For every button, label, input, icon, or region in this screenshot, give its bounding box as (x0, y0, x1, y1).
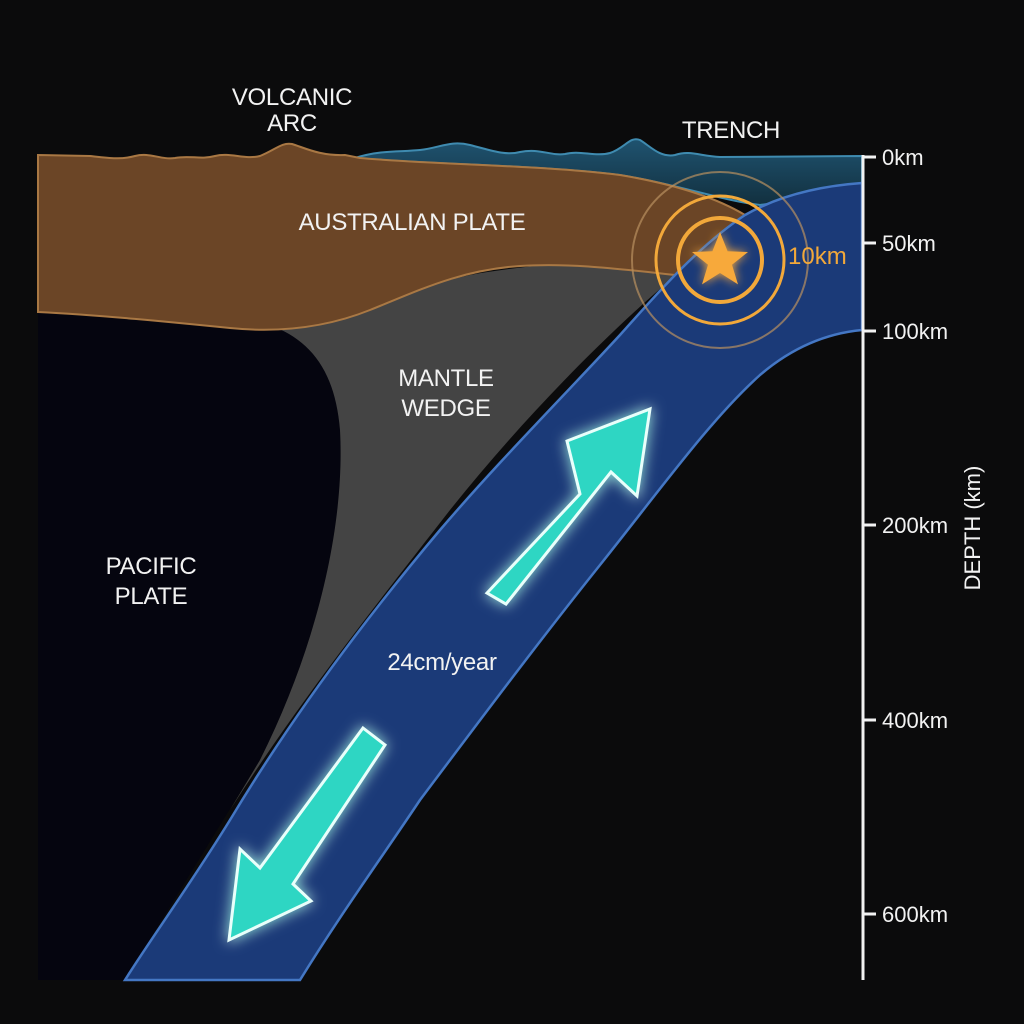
australian-plate-region (37, 142, 747, 331)
arrow-down-left-icon (227, 725, 388, 943)
depth-tick-0km: 0km (882, 145, 924, 170)
volcanic-arc-label-line2: ARC (267, 110, 317, 137)
pacific-plate-label-line2: PLATE (115, 583, 188, 610)
arrow-up-right-icon (484, 406, 652, 606)
convergence-rate-label: 24cm/year (387, 649, 497, 676)
volcanic-arc-label: VOLCANIC (232, 84, 352, 111)
epicenter-rings (631, 171, 809, 349)
depth-tick-50km: 50km (882, 231, 936, 256)
depth-tick-200km: 200km (882, 513, 948, 538)
australian-plate-label: AUSTRALIAN PLATE (299, 209, 526, 236)
mantle-wedge-label-line2: WEDGE (401, 395, 490, 422)
mantle-wedge-label: MANTLE (398, 365, 494, 392)
pacific-plate-region (38, 300, 341, 980)
hypocenter-depth-label: 10km (788, 243, 847, 270)
depth-axis (861, 155, 876, 980)
depth-tick-600km: 600km (882, 902, 948, 927)
trench-label: TRENCH (682, 117, 780, 144)
star-icon (692, 232, 748, 285)
pacific-plate-label: PACIFIC (106, 553, 197, 580)
mantle-wedge-region (230, 240, 700, 810)
depth-tick-100km: 100km (882, 319, 948, 344)
depth-tick-400km: 400km (882, 708, 948, 733)
depth-axis-title: DEPTH (km) (960, 466, 985, 591)
